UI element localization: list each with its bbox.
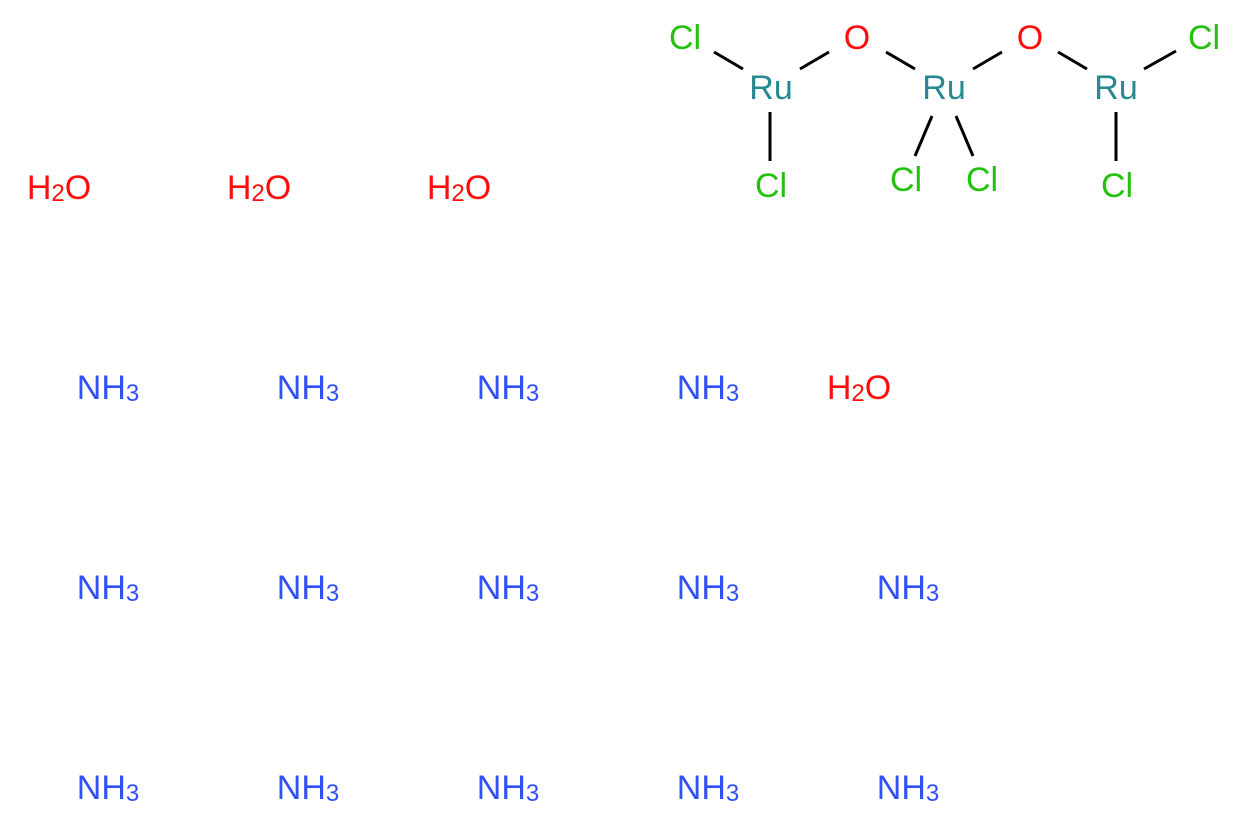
ammonia-molecule: NH3 <box>77 569 139 607</box>
ammonia-molecule: NH3 <box>677 369 739 407</box>
atom-o-2: O <box>1017 19 1043 57</box>
water-molecule: H2O <box>827 369 891 407</box>
water-molecule: H2O <box>27 169 91 207</box>
bond-ru3-cl5 <box>1143 49 1177 71</box>
bond-ru1-o1 <box>799 50 830 71</box>
atom-ru-1: Ru <box>749 69 792 107</box>
bond-o1-ru2 <box>885 50 916 71</box>
bond-ru2-cl3 <box>913 115 934 157</box>
ammonia-molecule: NH3 <box>77 769 139 807</box>
bond-ru2-o2 <box>972 50 1003 71</box>
bond-o2-ru3 <box>1057 50 1088 71</box>
atom-cl-4: Cl <box>966 161 998 199</box>
atom-cl-3: Cl <box>890 161 922 199</box>
ammonia-molecule: NH3 <box>77 369 139 407</box>
atom-cl-2: Cl <box>755 167 787 205</box>
atom-cl-1: Cl <box>669 19 701 57</box>
water-molecules: H2O H2O H2O H2O <box>27 169 891 407</box>
water-molecule: H2O <box>227 169 291 207</box>
ammonia-molecule: NH3 <box>477 569 539 607</box>
bond-ru2-cl4 <box>954 115 975 157</box>
ammonia-molecule: NH3 <box>677 569 739 607</box>
ammonia-molecule: NH3 <box>677 769 739 807</box>
atom-cl-6: Cl <box>1101 167 1133 205</box>
ammonia-molecule: NH3 <box>277 369 339 407</box>
atom-o-1: O <box>844 19 870 57</box>
atom-cl-5: Cl <box>1188 19 1220 57</box>
ammonia-molecule: NH3 <box>277 569 339 607</box>
water-molecule: H2O <box>427 169 491 207</box>
ammonia-molecules: NH3 NH3 NH3 NH3 NH3 NH3 NH3 NH3 NH3 NH3 … <box>77 369 939 807</box>
ammonia-molecule: NH3 <box>477 769 539 807</box>
ammonia-molecule: NH3 <box>477 369 539 407</box>
core-atoms: Cl Ru O Ru O Ru Cl Cl Cl Cl Cl <box>669 19 1220 205</box>
ammonia-molecule: NH3 <box>277 769 339 807</box>
atom-ru-2: Ru <box>922 69 965 107</box>
bond-cl1-ru1 <box>713 50 744 71</box>
ammonia-molecule: NH3 <box>877 769 939 807</box>
atom-ru-3: Ru <box>1094 69 1137 107</box>
ammonia-molecule: NH3 <box>877 569 939 607</box>
bond-layer <box>713 49 1177 161</box>
